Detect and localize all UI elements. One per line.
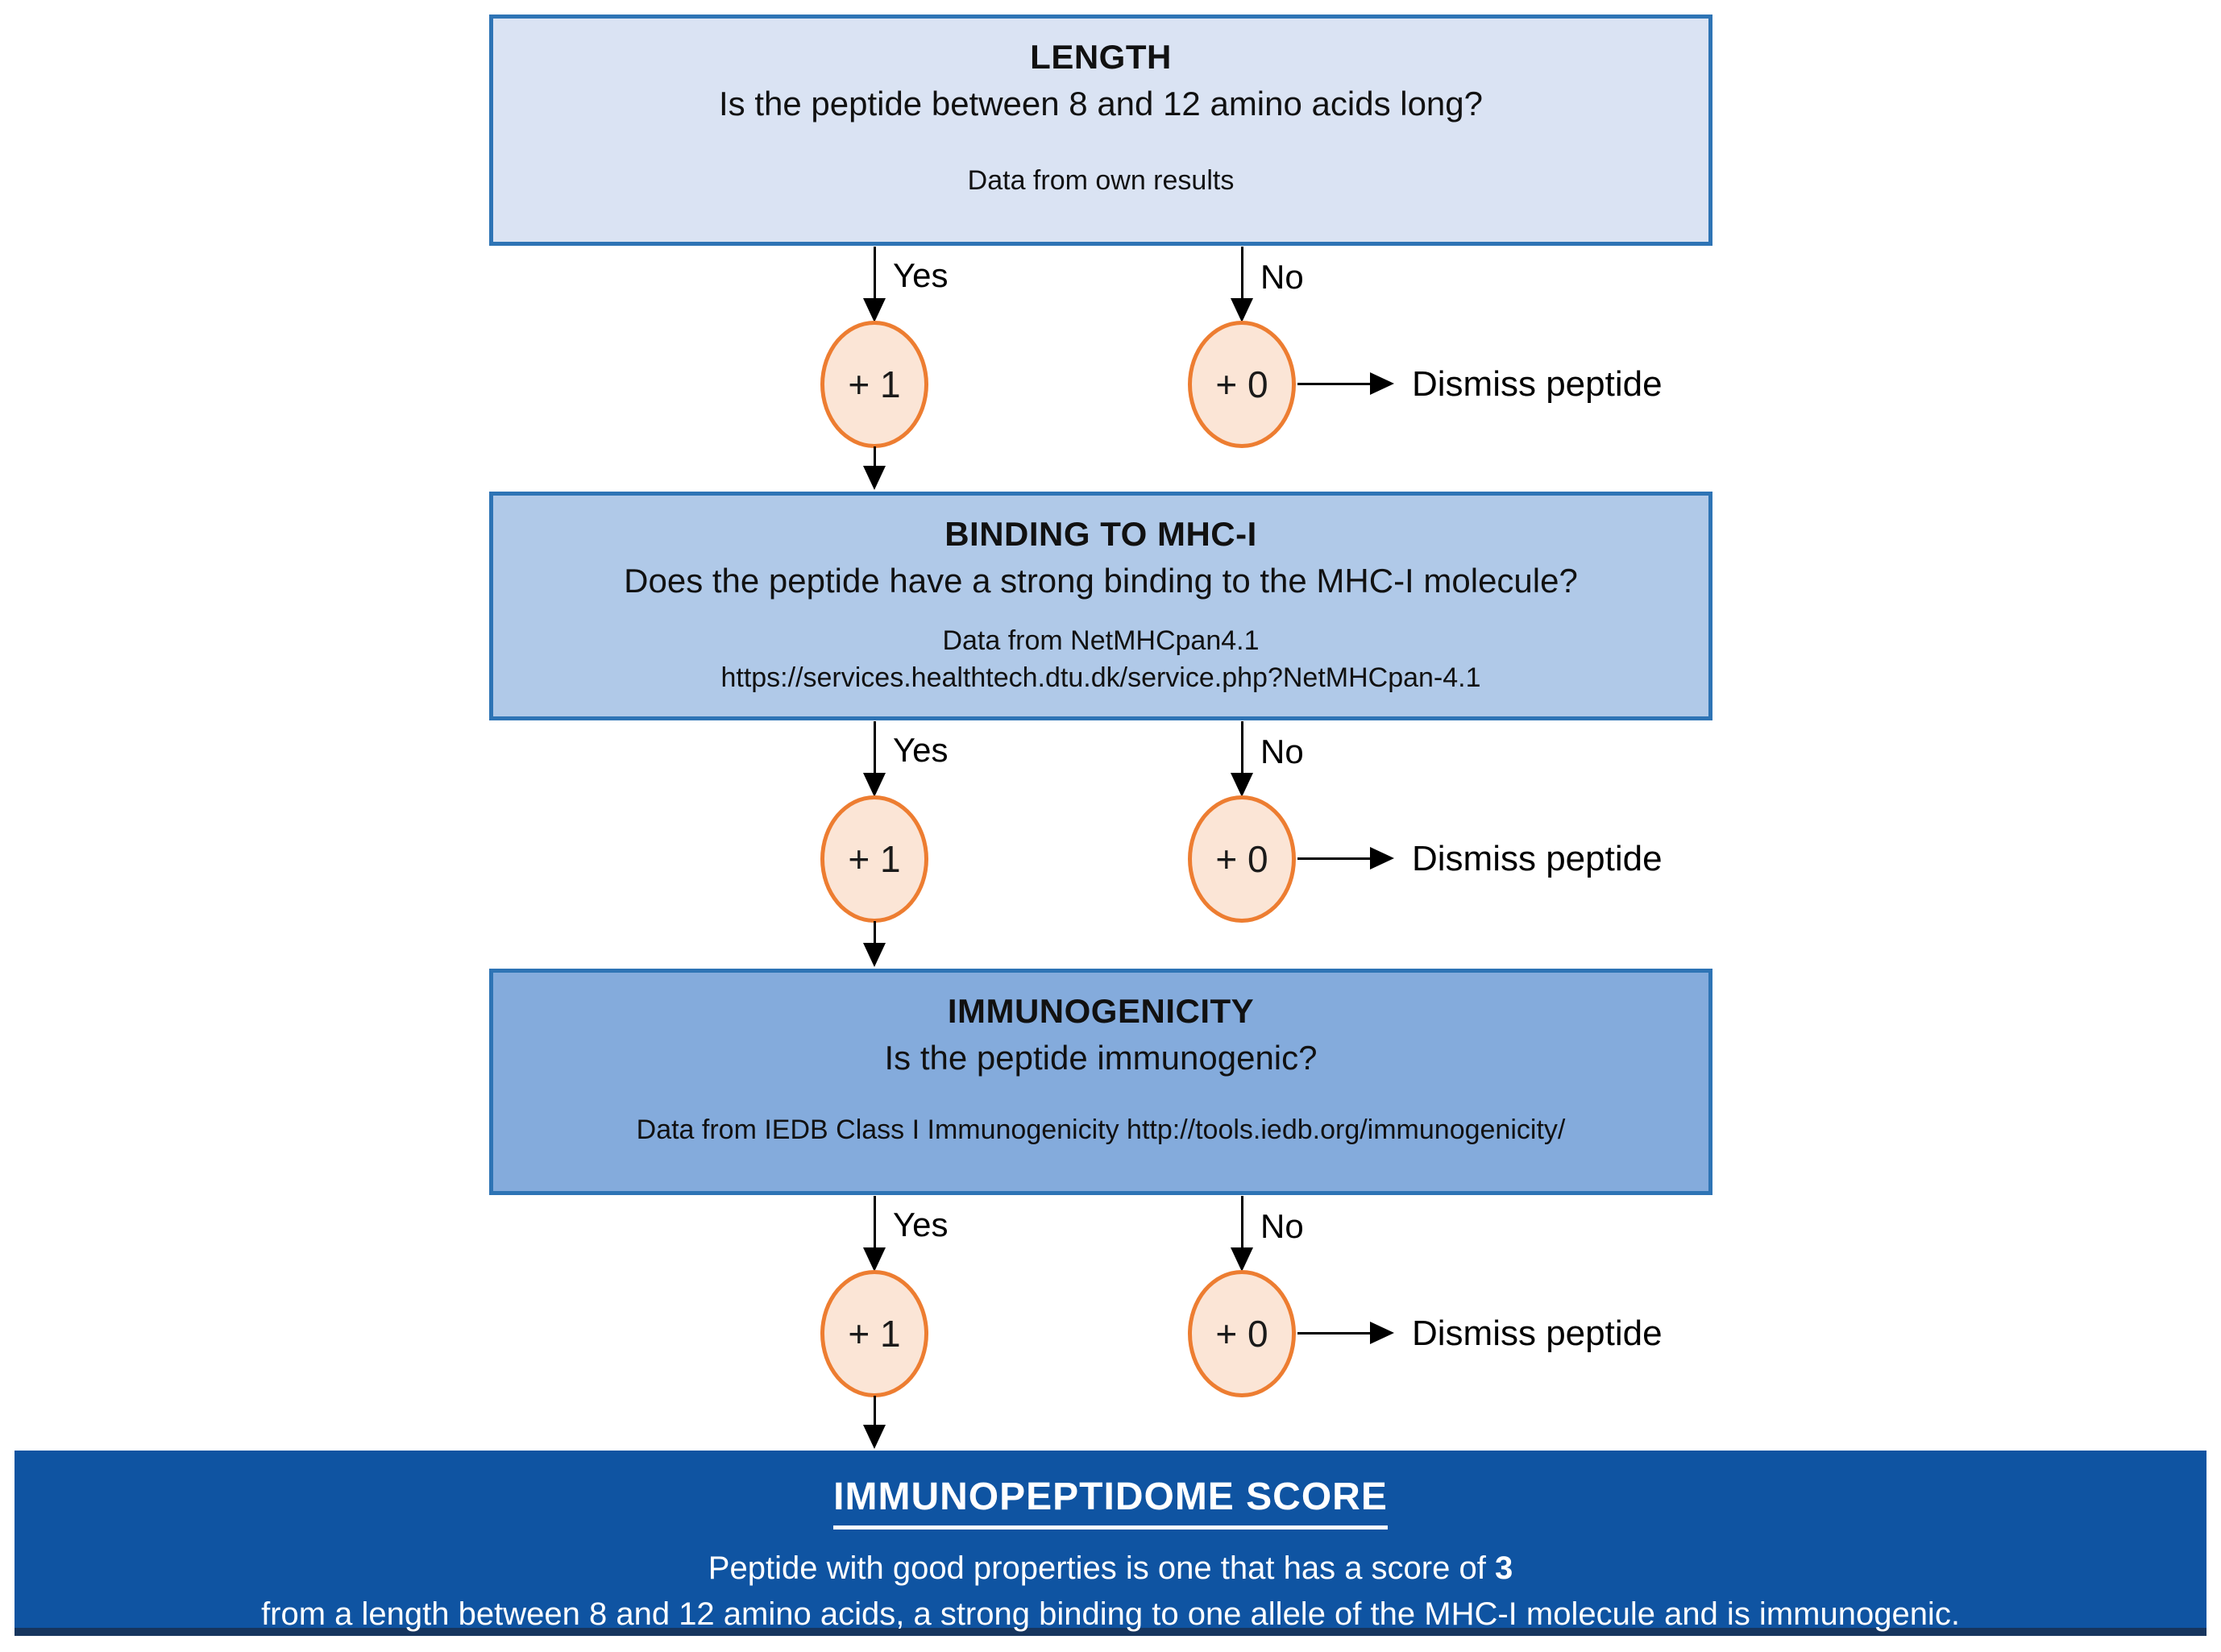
- yes-connector-line: [874, 1196, 876, 1249]
- arrow-down-icon: [863, 773, 886, 797]
- yes-label: Yes: [893, 256, 949, 294]
- no-label: No: [1260, 1207, 1304, 1245]
- arrow-right-icon: [1370, 847, 1394, 870]
- no-score-value: + 0: [1215, 838, 1268, 880]
- step-source-url: https://services.healthtech.dtu.dk/servi…: [720, 662, 1481, 694]
- final-line2: from a length between 8 and 12 amino aci…: [261, 1596, 1960, 1632]
- yes-label: Yes: [893, 731, 949, 769]
- arrow-down-icon: [1231, 1247, 1253, 1272]
- no-score-circle: + 0: [1188, 1270, 1296, 1397]
- dismiss-connector-line: [1297, 383, 1372, 385]
- final-line1-text: Peptide with good properties is one that…: [708, 1550, 1495, 1586]
- final-score-box: IMMUNOPEPTIDOME SCORE Peptide with good …: [15, 1451, 2206, 1636]
- arrow-down-icon: [863, 943, 886, 967]
- yes-connector-line: [874, 247, 876, 300]
- yes-label: Yes: [893, 1206, 949, 1243]
- no-score-circle: + 0: [1188, 795, 1296, 923]
- step-title: IMMUNOGENICITY: [947, 992, 1255, 1030]
- step-title: LENGTH: [1030, 38, 1172, 76]
- final-score-value: 3: [1494, 1550, 1513, 1586]
- no-score-value: + 0: [1215, 1313, 1268, 1355]
- yes-score-value: + 1: [848, 1313, 901, 1355]
- arrow-down-icon: [863, 1247, 886, 1272]
- step-title: BINDING TO MHC-I: [944, 515, 1257, 553]
- yes-score-circle: + 1: [820, 1270, 928, 1397]
- arrow-down-icon: [1231, 773, 1253, 797]
- final-title: IMMUNOPEPTIDOME SCORE: [833, 1475, 1388, 1530]
- no-score-value: + 0: [1215, 363, 1268, 405]
- step-question: Is the peptide between 8 and 12 amino ac…: [718, 85, 1483, 122]
- yes-continue-line: [874, 1396, 876, 1428]
- step-question: Does the peptide have a strong binding t…: [624, 562, 1578, 600]
- no-label: No: [1260, 258, 1304, 296]
- dismiss-connector-line: [1297, 1332, 1372, 1334]
- step-source: Data from IEDB Class I Immunogenicity ht…: [636, 1114, 1566, 1146]
- no-connector-line: [1241, 247, 1243, 300]
- step-box-binding-mhc-i: BINDING TO MHC-I Does the peptide have a…: [489, 492, 1712, 720]
- step-box-length: LENGTH Is the peptide between 8 and 12 a…: [489, 15, 1712, 246]
- arrow-down-icon: [1231, 298, 1253, 322]
- yes-score-value: + 1: [848, 363, 901, 405]
- no-connector-line: [1241, 1196, 1243, 1249]
- final-line1: Peptide with good properties is one that…: [708, 1550, 1513, 1587]
- step-source: Data from NetMHCpan4.1: [942, 625, 1260, 657]
- no-connector-line: [1241, 721, 1243, 774]
- no-label: No: [1260, 733, 1304, 770]
- dismiss-peptide-label: Dismiss peptide: [1412, 839, 1663, 878]
- step-box-immunogenicity: IMMUNOGENICITY Is the peptide immunogeni…: [489, 969, 1712, 1195]
- dismiss-peptide-label: Dismiss peptide: [1412, 1314, 1663, 1353]
- yes-score-circle: + 1: [820, 321, 928, 448]
- arrow-down-icon: [863, 298, 886, 322]
- step-question: Is the peptide immunogenic?: [884, 1039, 1318, 1077]
- arrow-right-icon: [1370, 372, 1394, 395]
- yes-continue-line: [874, 921, 876, 945]
- arrow-down-icon: [863, 1425, 886, 1449]
- dismiss-connector-line: [1297, 857, 1372, 860]
- yes-score-circle: + 1: [820, 795, 928, 923]
- step-source: Data from own results: [967, 165, 1235, 197]
- dismiss-peptide-label: Dismiss peptide: [1412, 364, 1663, 404]
- yes-continue-line: [874, 446, 876, 469]
- yes-connector-line: [874, 721, 876, 774]
- arrow-right-icon: [1370, 1322, 1394, 1344]
- yes-score-value: + 1: [848, 838, 901, 880]
- no-score-circle: + 0: [1188, 321, 1296, 448]
- arrow-down-icon: [863, 466, 886, 490]
